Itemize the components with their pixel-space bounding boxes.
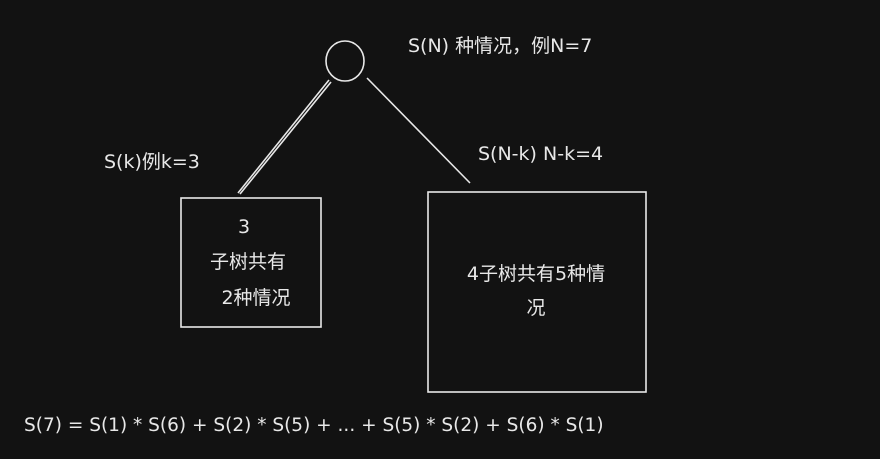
right-subtree-box[interactable] bbox=[427, 191, 647, 393]
right-edge-label: S(N-k) N-k=4 bbox=[478, 143, 603, 165]
left-edge bbox=[237, 79, 330, 194]
right-box-line: 4子树共有5种情 bbox=[467, 263, 605, 285]
root-node[interactable] bbox=[325, 40, 365, 82]
left-box-line: 子树共有 bbox=[210, 251, 286, 273]
left-edge-label: S(k)例k=3 bbox=[104, 151, 200, 173]
formula: S(7) = S(1) * S(6) + S(2) * S(5) + ... +… bbox=[24, 415, 604, 436]
left-edge-stroke2 bbox=[239, 81, 332, 195]
root-label: S(N) 种情况，例N=7 bbox=[408, 35, 592, 57]
left-subtree-box[interactable] bbox=[180, 197, 322, 328]
right-edge bbox=[366, 77, 471, 184]
left-box-line: 3 bbox=[238, 216, 250, 238]
left-box-line: 2种情况 bbox=[221, 287, 290, 309]
right-box-line: 况 bbox=[526, 297, 545, 319]
